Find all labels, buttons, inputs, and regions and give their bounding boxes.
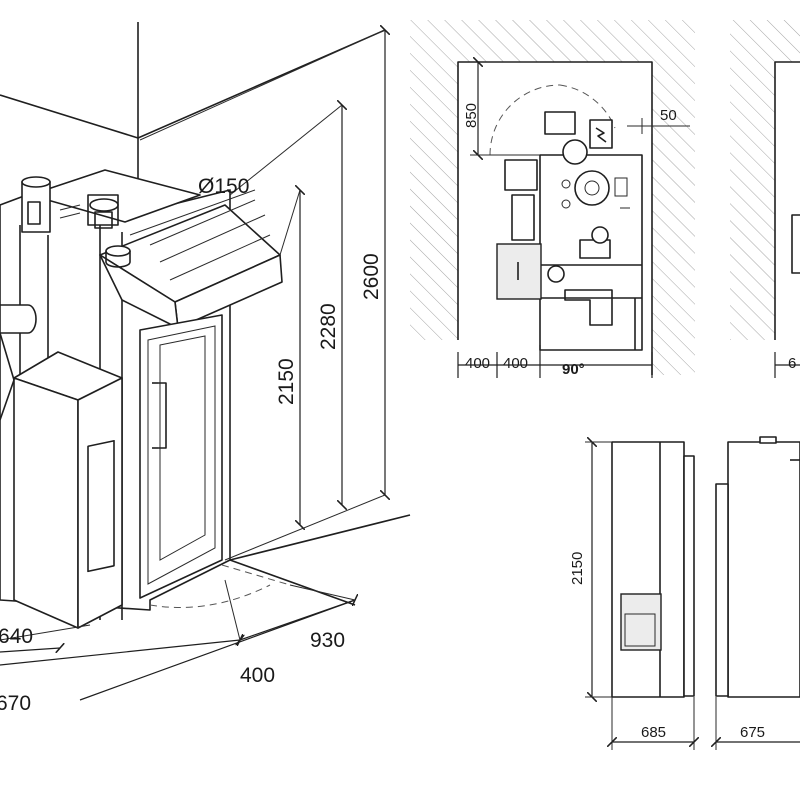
floor-lines	[0, 514, 411, 641]
dim-elevation-2150: 2150	[569, 552, 586, 585]
plan2-wall-hatch	[730, 20, 800, 340]
dim-400-door: 400	[240, 664, 275, 687]
dim-685: 685	[641, 724, 666, 741]
side-elevation-panel	[620, 593, 662, 651]
dim-partial-6: 6	[788, 355, 796, 372]
side-elevation-body	[611, 441, 685, 698]
dim-2150: 2150	[275, 358, 298, 405]
dim-2280: 2280	[317, 303, 340, 350]
dim-640: 640	[0, 625, 33, 648]
front-elevation-body	[727, 441, 800, 698]
side-elevation: 2150 685	[569, 442, 694, 750]
dim-850: 850	[463, 103, 480, 128]
dim-675: 675	[740, 724, 765, 741]
flue-pipe	[105, 245, 131, 268]
dim-door-angle: 90°	[562, 361, 585, 378]
dim-670: 670	[0, 692, 31, 715]
oven-door	[139, 314, 223, 599]
front-elevation: 675	[716, 436, 800, 750]
plan-fan	[574, 170, 610, 206]
dim-400-right: 400	[503, 355, 528, 372]
control-cabinet	[13, 351, 123, 629]
plan-view-2: 6	[730, 20, 800, 378]
iso-dimension-lines	[0, 30, 385, 701]
side-pipe	[0, 304, 37, 421]
dim-50: 50	[660, 107, 677, 124]
plan-wall-hatch	[410, 20, 695, 375]
dim-flue-diameter: Ø150	[198, 175, 249, 198]
plan-control-panel	[496, 243, 542, 300]
dim-400-left: 400	[465, 355, 490, 372]
burner-unit	[21, 176, 119, 233]
isometric-view: 2600 2280 2150 Ø150 640 670 930 400	[0, 22, 411, 715]
dim-930: 930	[310, 629, 345, 652]
plan-view: 850 50 400 400 90°	[410, 20, 695, 378]
dim-2600: 2600	[360, 253, 383, 300]
wall-outline	[0, 22, 386, 195]
